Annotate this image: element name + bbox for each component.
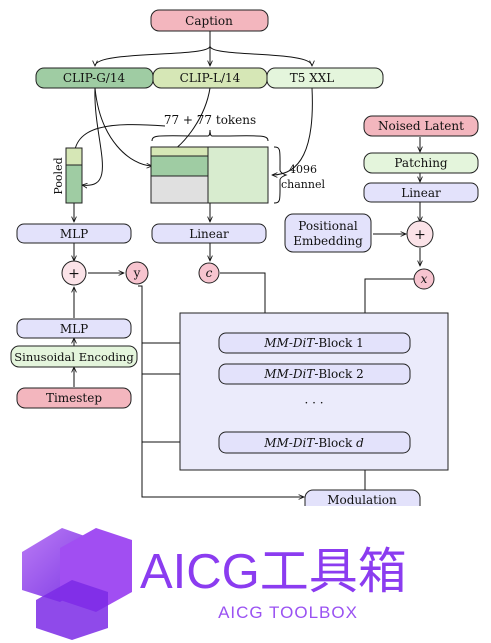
y-node <box>125 261 149 285</box>
c-symbol: c <box>206 266 213 280</box>
modulation-label: Modulation <box>327 493 397 507</box>
channel-count-label: 4096 <box>289 163 317 176</box>
mmdit-ellipsis: · · · <box>304 396 323 410</box>
timestep-node <box>16 387 132 409</box>
plus-node-left <box>61 260 87 286</box>
aicg-logo-icon <box>22 528 132 640</box>
linear-mid-node <box>151 223 267 244</box>
y-symbol: y <box>133 266 141 280</box>
positional-embedding-line2: Embedding <box>293 234 363 248</box>
positional-embedding-line1: Positional <box>298 219 358 233</box>
t5-label: T5 XXL <box>290 71 335 85</box>
mlp-top-label: MLP <box>60 227 88 241</box>
linear-right-label: Linear <box>401 186 441 200</box>
linear-right-node <box>363 182 479 203</box>
x-node <box>413 268 435 290</box>
timestep-label: Timestep <box>46 391 102 405</box>
plus-symbol-right: + <box>414 227 426 243</box>
watermark-subtitle: AICG TOOLBOX <box>218 603 358 622</box>
sinusoidal-encoding-node <box>10 345 138 368</box>
sinusoidal-encoding-label: Sinusoidal Encoding <box>14 350 134 364</box>
pooled-label: Pooled <box>52 157 65 194</box>
channel-word-label: channel <box>281 178 325 191</box>
patching-node <box>363 152 479 174</box>
pooled-clip-l-cell <box>65 147 83 166</box>
clip-l-label: CLIP-L/14 <box>180 71 241 85</box>
plus-node-right <box>406 220 434 248</box>
caption-label: Caption <box>185 14 233 28</box>
t5-node <box>266 67 384 89</box>
caption-node <box>150 9 269 32</box>
mmdit-block-1-label: MM-DiT-Block 1 <box>263 336 363 350</box>
mmdit-block-d <box>218 431 411 454</box>
linear-mid-label: Linear <box>189 227 229 241</box>
watermark-title: AICG工具箱 <box>140 545 407 599</box>
positional-embedding-node <box>284 213 372 253</box>
mmdit-block-1 <box>218 332 411 354</box>
mmdit-block-d-label: MM-DiT-Block d <box>263 436 364 450</box>
mlp-top-node <box>16 223 132 244</box>
x-symbol: x <box>421 272 428 286</box>
mmdit-block-2-label: MM-DiT-Block 2 <box>263 367 363 381</box>
tokens-label: 77 + 77 tokens <box>164 113 256 127</box>
noised-latent-label: Noised Latent <box>378 119 464 133</box>
pooled-clip-g-cell <box>65 164 83 204</box>
patching-label: Patching <box>394 156 448 170</box>
noised-latent-node <box>363 115 479 137</box>
mlp-bottom-node <box>16 318 132 339</box>
context-matrix <box>150 146 269 204</box>
c-node <box>198 262 220 284</box>
plus-symbol-left: + <box>68 266 80 282</box>
mmdit-block-2 <box>218 363 411 385</box>
clip-g-label: CLIP-G/14 <box>63 71 126 85</box>
mlp-bottom-label: MLP <box>60 322 88 336</box>
